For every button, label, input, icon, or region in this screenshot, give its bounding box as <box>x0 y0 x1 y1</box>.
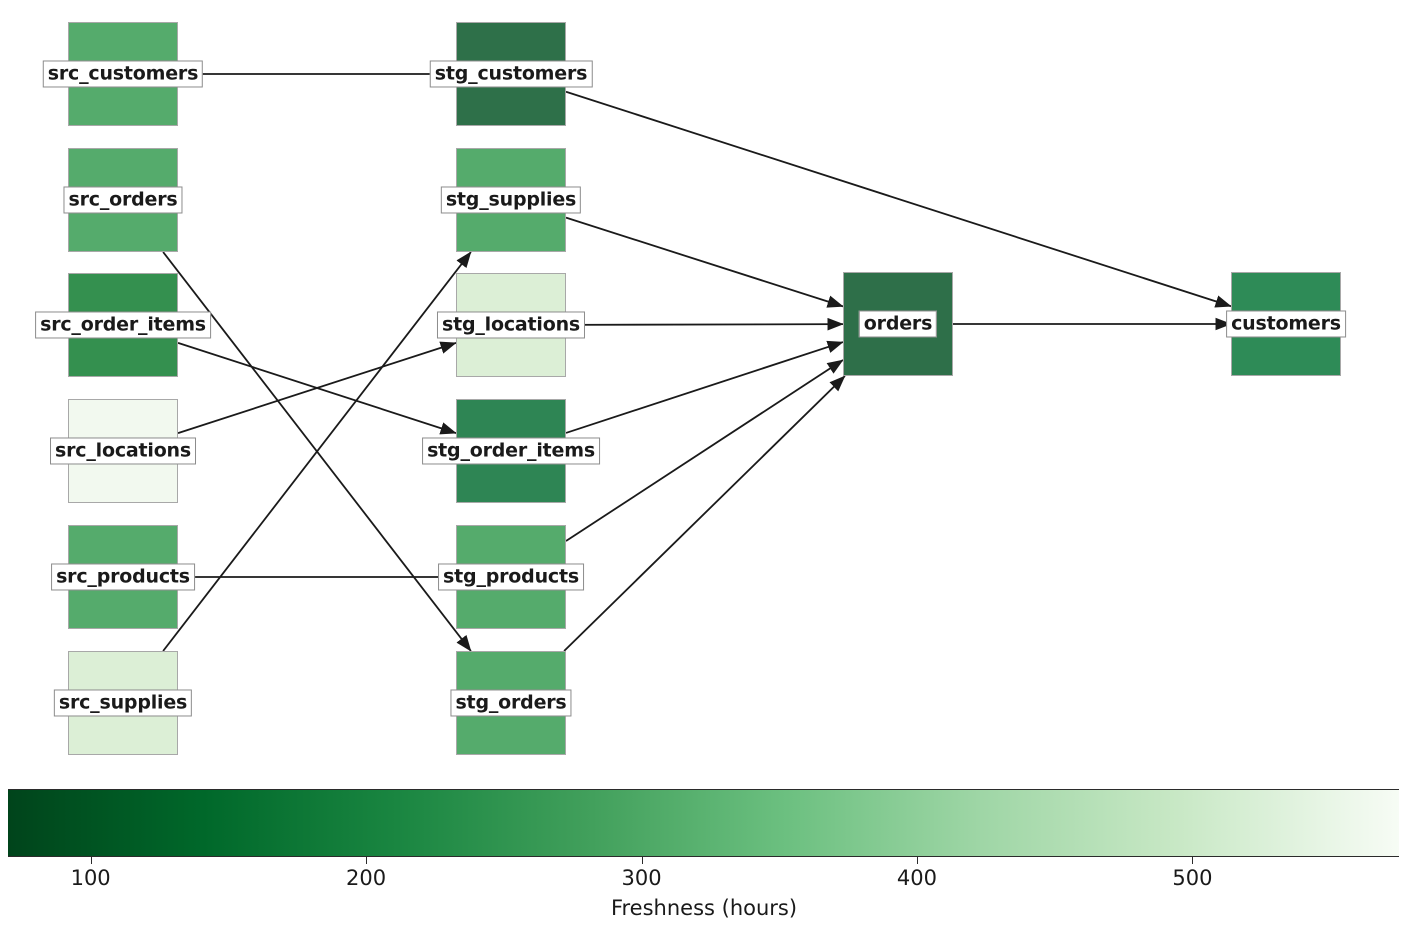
node-label-src_locations[interactable]: src_locations <box>50 437 196 465</box>
colorbar-axis-label: Freshness (hours) <box>610 896 798 920</box>
node-label-stg_order_items[interactable]: stg_order_items <box>422 437 600 465</box>
node-label-stg_locations[interactable]: stg_locations <box>436 311 586 339</box>
node-label-stg_products[interactable]: stg_products <box>438 563 584 591</box>
node-label-orders[interactable]: orders <box>858 310 938 338</box>
edge-stg_locations-to-orders <box>565 317 844 331</box>
edge-src_order_items-to-stg_order_items <box>177 342 457 435</box>
node-label-src_products[interactable]: src_products <box>51 563 195 591</box>
edge-stg_orders-to-orders <box>563 375 846 652</box>
colorbar-tick-label: 500 <box>1172 866 1213 890</box>
colorbar-tick-mark <box>916 857 918 864</box>
colorbar-gradient <box>8 789 1399 857</box>
colorbar-tick-mark <box>1192 857 1194 864</box>
node-label-src_supplies[interactable]: src_supplies <box>53 689 193 717</box>
node-label-stg_customers[interactable]: stg_customers <box>429 60 593 88</box>
edge-stg_supplies-to-orders <box>565 216 844 308</box>
colorbar-container <box>8 789 1399 857</box>
node-label-stg_supplies[interactable]: stg_supplies <box>440 186 582 214</box>
colorbar-tick-mark <box>90 857 92 864</box>
colorbar-tick-label: 400 <box>896 866 938 890</box>
node-label-customers[interactable]: customers <box>1226 310 1346 338</box>
node-label-src_customers[interactable]: src_customers <box>42 60 204 88</box>
edge-stg_products-to-orders <box>565 359 844 542</box>
node-label-src_order_items[interactable]: src_order_items <box>35 311 211 339</box>
edge-stg_order_items-to-orders <box>565 340 844 434</box>
node-label-src_orders[interactable]: src_orders <box>63 186 183 214</box>
colorbar-tick-mark <box>366 857 368 864</box>
colorbar-tick-label: 200 <box>346 866 387 890</box>
colorbar-tick-label: 300 <box>621 866 662 890</box>
colorbar-tick-mark <box>641 857 643 864</box>
edge-src_locations-to-stg_locations <box>177 341 457 434</box>
colorbar-tick-label: 100 <box>70 866 111 890</box>
node-label-stg_orders[interactable]: stg_orders <box>450 689 572 717</box>
edge-paths <box>162 73 1232 652</box>
